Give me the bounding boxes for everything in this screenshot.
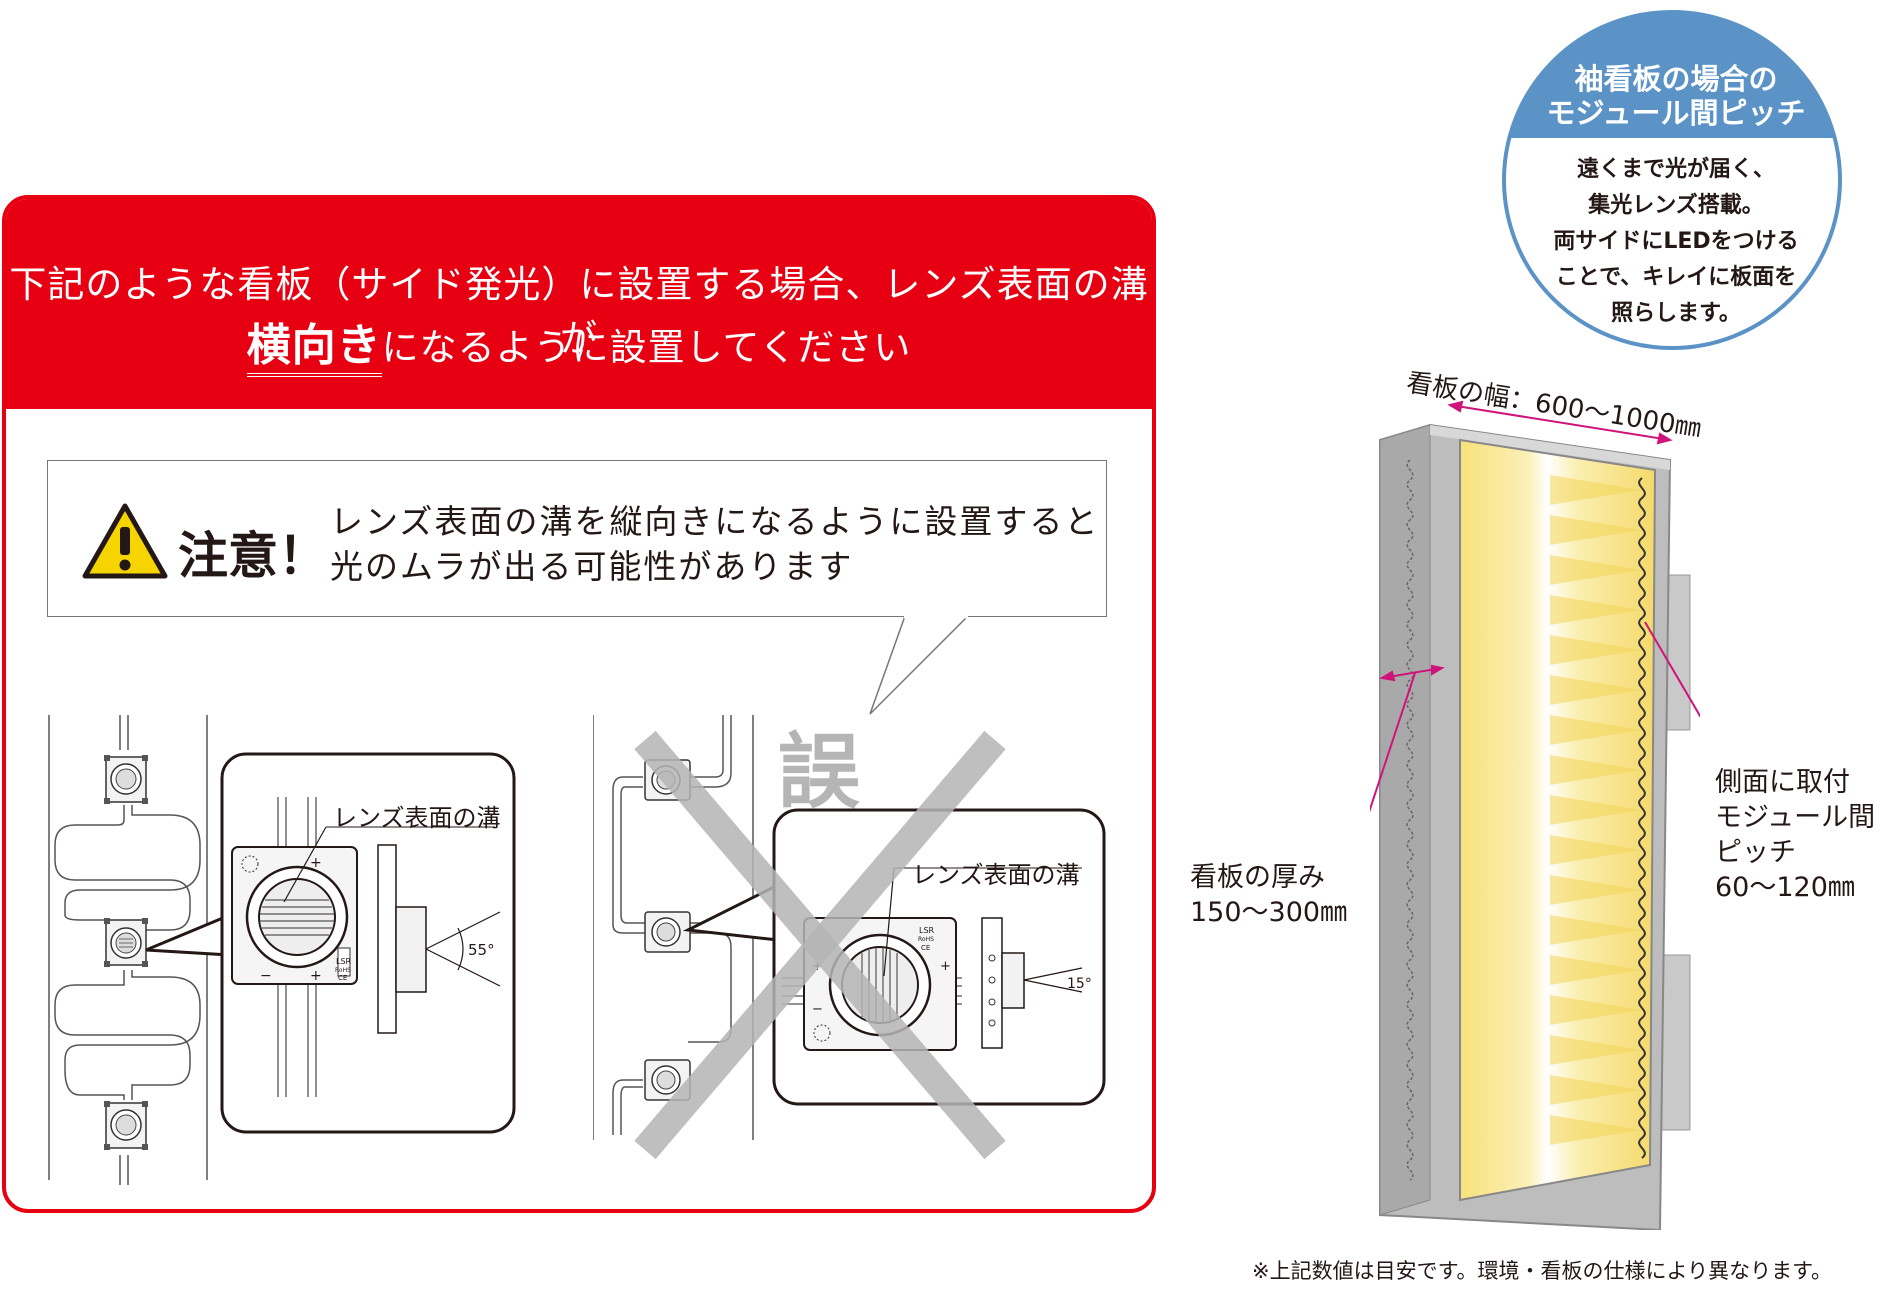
wrong-angle-label: 15° bbox=[1067, 976, 1092, 992]
circle-title-line-2: モジュール間ピッチ bbox=[1546, 96, 1806, 130]
warning-text-line-1: レンズ表面の溝を縦向きになるように設置すると bbox=[330, 502, 1100, 541]
wrong-lens-leader bbox=[883, 867, 895, 977]
wrong-module-text-mid: RoHS bbox=[918, 936, 934, 943]
sign-thickness-label-1: 看板の厚み bbox=[1190, 862, 1325, 893]
pitch-info-circle bbox=[1502, 10, 1842, 350]
header-line-2-rest: になるように設置してください bbox=[381, 326, 912, 369]
wrong-mark-char: 誤 bbox=[778, 725, 861, 820]
circle-body-line: 照らします。 bbox=[1611, 301, 1741, 326]
correct-install-diagram bbox=[48, 715, 232, 1185]
wrong-module-large bbox=[803, 917, 957, 1051]
wrong-x-mark bbox=[634, 730, 1006, 1160]
correct-side-profile bbox=[377, 844, 501, 1034]
instruction-panel: 下記のような看板（サイド発光）に設置する場合、レンズ表面の溝が 横向きになるよう… bbox=[2, 195, 1156, 1213]
warning-box-tail bbox=[869, 616, 970, 715]
circle-title-line-1: 袖看板の場合の bbox=[1574, 62, 1778, 96]
warning-box bbox=[47, 460, 1107, 617]
circle-body-line: 遠くまで光が届く、 bbox=[1576, 157, 1775, 182]
correct-minus-bottom: − bbox=[260, 968, 272, 984]
wrong-plus-right: + bbox=[940, 959, 951, 974]
led-module-1 bbox=[104, 755, 148, 804]
correct-module-text-top: LSR bbox=[336, 957, 352, 966]
sign-pitch-label-2: モジュール間 bbox=[1715, 802, 1876, 833]
circle-body-line: 集光レンズ搭載。 bbox=[1588, 193, 1764, 218]
header-emphasis: 横向き bbox=[246, 320, 382, 377]
wrong-module-text-bot: CE bbox=[921, 944, 930, 952]
warning-label: 注意！ bbox=[178, 527, 328, 585]
correct-module-text-bot: CE bbox=[338, 974, 347, 982]
correct-lens-leader bbox=[283, 826, 327, 903]
correct-plus-bottom: + bbox=[310, 968, 322, 984]
circle-body: 遠くまで光が届く、 集光レンズ搭載。 両サイドにLEDをつける ことで、キレイに… bbox=[1520, 152, 1832, 332]
circle-body-line: ことで、キレイに板面を bbox=[1555, 265, 1797, 290]
correct-module-large bbox=[231, 846, 358, 985]
footnote: ※上記数値は目安です。環境・看板の仕様により異なります。 bbox=[1252, 1259, 1832, 1283]
wrong-side-profile bbox=[981, 917, 1083, 1049]
correct-plus-top: + bbox=[310, 855, 322, 871]
side-sign-illustration bbox=[1370, 400, 1700, 1230]
panel-header: 下記のような看板（サイド発光）に設置する場合、レンズ表面の溝が 横向きになるよう… bbox=[6, 199, 1152, 409]
warning-text-line-2: 光のムラが出る可能性があります bbox=[330, 547, 854, 586]
correct-module-text-mid: RoHS bbox=[335, 967, 351, 974]
led-module-3 bbox=[104, 1101, 148, 1150]
wrong-minus-left: − bbox=[812, 1002, 823, 1017]
wrong-lens-label: レンズ表面の溝 bbox=[912, 861, 1080, 889]
warning-icon bbox=[82, 503, 168, 579]
sign-thickness-label-2: 150〜300㎜ bbox=[1190, 897, 1348, 928]
wrong-module-text-top: LSR bbox=[919, 926, 935, 935]
circle-body-line: 両サイドにLEDをつける bbox=[1553, 229, 1799, 254]
sign-pitch-label-4: 60〜120㎜ bbox=[1715, 872, 1855, 903]
header-line-2: 横向きになるように設置してください bbox=[6, 309, 1152, 377]
sign-pitch-label-1: 側面に取付 bbox=[1715, 767, 1850, 798]
led-module-2 bbox=[104, 918, 148, 967]
correct-lens-label: レンズ表面の溝 bbox=[333, 804, 501, 832]
circle-title: 袖看板の場合の モジュール間ピッチ bbox=[1512, 62, 1840, 130]
correct-zoom-callout: + + − LSR RoHS CE 55° bbox=[220, 752, 516, 1134]
header-line-1: 下記のような看板（サイド発光）に設置する場合、レンズ表面の溝が bbox=[9, 263, 1149, 360]
wrong-module-2 bbox=[644, 911, 691, 953]
sign-pitch-label-3: ピッチ bbox=[1715, 837, 1796, 868]
wrong-install-diagram bbox=[593, 715, 780, 1140]
correct-angle-label: 55° bbox=[468, 941, 495, 959]
